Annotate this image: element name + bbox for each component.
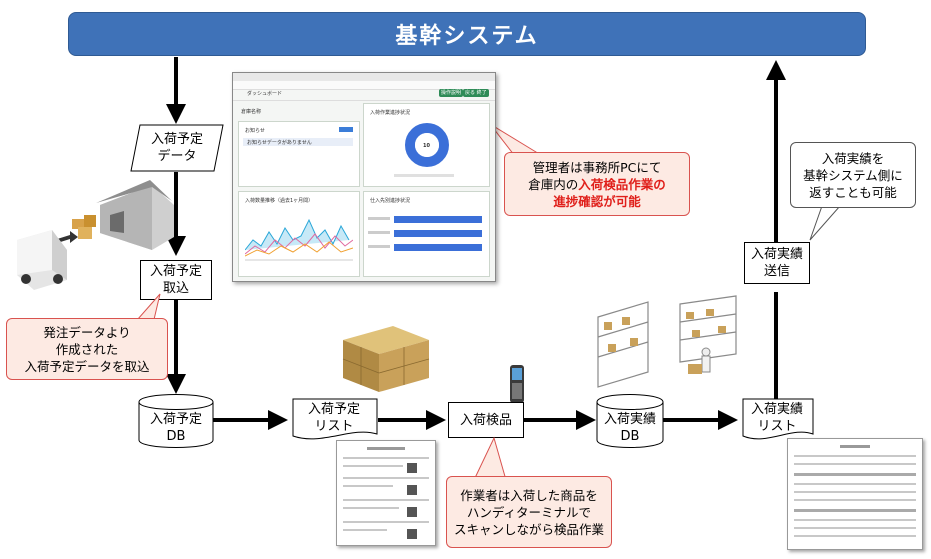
result-list-shape	[742, 398, 814, 440]
import-note: 発注データより 作成された 入荷予定データを取込	[6, 318, 168, 380]
dashboard-trend-title: 入荷数量推移（過去1ヶ月間）	[245, 198, 314, 204]
schedule-db-label: 入荷予定 DB	[149, 412, 202, 444]
dashboard-header-title: ダッシュボード	[247, 91, 283, 97]
manager-note-line1: 管理者は事務所PCにて	[532, 159, 662, 175]
result-send-box: 入荷実績 送信	[744, 242, 810, 284]
result-list-label: 入荷実績 リスト	[750, 402, 803, 434]
result-db-cylinder	[596, 394, 664, 448]
manager-note-line3: 進捗確認が可能	[553, 193, 641, 209]
schedule-import-box: 入荷予定 取込	[140, 260, 212, 300]
cardboard-boxes-illustration	[342, 326, 430, 392]
dashboard-supplier-title: 仕入先別進捗状況	[370, 198, 411, 204]
return-note: 入荷実績を 基幹システム側に 返すことも可能	[790, 142, 916, 208]
truck-warehouse-illustration	[17, 180, 174, 290]
return-note-pointer	[809, 205, 842, 241]
dashboard-help-button: 操作説明	[439, 89, 464, 97]
dashboard-donut-value: 10	[423, 143, 430, 149]
inspection-box: 入荷検品	[448, 402, 524, 438]
result-db-label: 入荷実績 DB	[603, 412, 656, 444]
dashboard-progress-title: 入荷作業進捗状況	[370, 110, 411, 116]
worker-note: 作業者は入荷した商品を ハンディターミナルで スキャンしながら検品作業	[446, 476, 612, 548]
core-system-banner: 基幹システム	[68, 12, 866, 56]
schedule-db-cylinder	[138, 394, 214, 448]
handheld-terminal-illustration	[510, 365, 524, 403]
manager-note-line2: 倉庫内の入荷検品作業の	[528, 176, 666, 192]
dashboard-warehouse-select: 倉庫名称	[241, 109, 262, 115]
dashboard-exit-button: 戻る 終了	[463, 89, 489, 97]
schedule-list-label: 入荷予定 リスト	[307, 402, 360, 434]
result-list-document	[787, 438, 923, 550]
schedule-data-shape	[130, 124, 224, 172]
schedule-data-label: 入荷予定 データ	[150, 132, 203, 164]
warehouse-shelves-illustration	[597, 295, 737, 388]
schedule-list-shape	[292, 398, 378, 440]
dashboard-news-title: お知らせ	[245, 128, 265, 134]
manager-note: 管理者は事務所PCにて 倉庫内の入荷検品作業の 進捗確認が可能	[504, 152, 690, 216]
schedule-list-document	[336, 440, 436, 546]
core-system-title: 基幹システム	[395, 24, 539, 49]
dashboard-screenshot: ダッシュボード 操作説明 戻る 終了 倉庫名称 お知らせ お知らせデータがありま…	[232, 72, 496, 282]
dashboard-news-item: お知らせデータがありません	[247, 140, 312, 146]
